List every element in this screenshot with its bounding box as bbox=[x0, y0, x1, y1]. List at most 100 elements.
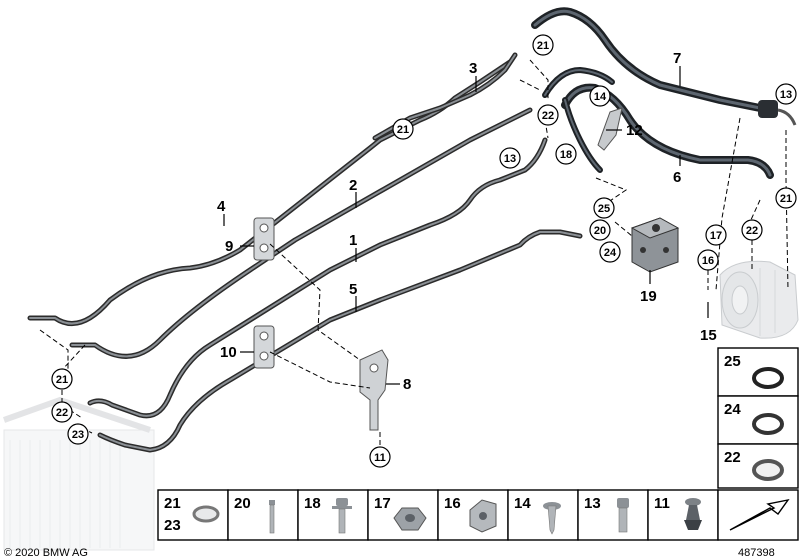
callout-label-1: 1 bbox=[349, 232, 357, 249]
bottom-legend-16: 16 bbox=[437, 489, 509, 541]
svg-text:21: 21 bbox=[397, 124, 409, 136]
circled-ref-21: 21 bbox=[532, 34, 554, 56]
svg-text:18: 18 bbox=[304, 495, 321, 512]
callout-label-6: 6 bbox=[673, 169, 681, 186]
circled-ref-14: 14 bbox=[589, 85, 611, 107]
bottom-legend-arrow-icon bbox=[717, 489, 799, 541]
svg-text:20: 20 bbox=[234, 495, 251, 512]
bracket-8 bbox=[359, 349, 389, 431]
hose-7 bbox=[531, 7, 764, 112]
clip-block-10 bbox=[253, 325, 275, 369]
callout-8: 8 bbox=[386, 376, 411, 393]
callout-12: 12 bbox=[606, 122, 643, 139]
svg-text:16: 16 bbox=[444, 495, 461, 512]
svg-text:24: 24 bbox=[724, 401, 741, 418]
pipe-4 bbox=[27, 59, 513, 327]
svg-text:20: 20 bbox=[594, 225, 606, 237]
circled-ref-13: 13 bbox=[499, 147, 521, 169]
svg-text:13: 13 bbox=[780, 89, 792, 101]
svg-text:24: 24 bbox=[604, 247, 617, 259]
callout-19: 19 bbox=[640, 270, 657, 305]
svg-text:11: 11 bbox=[374, 452, 386, 464]
circled-ref-21: 21 bbox=[775, 187, 797, 209]
svg-text:22: 22 bbox=[724, 449, 741, 466]
callout-label-5: 5 bbox=[349, 281, 357, 298]
svg-text:22: 22 bbox=[746, 225, 758, 237]
side-legend-seal-24: 24 bbox=[717, 395, 799, 445]
circled-ref-20: 20 bbox=[589, 219, 611, 241]
svg-text:13: 13 bbox=[504, 153, 516, 165]
callout-label-4: 4 bbox=[217, 198, 226, 215]
bottom-legend-20: 20 bbox=[227, 489, 299, 541]
hose-fitting-13-right bbox=[758, 100, 797, 126]
pipe-2 bbox=[69, 107, 533, 359]
circled-ref-23: 23 bbox=[67, 423, 89, 445]
circled-ref-24: 24 bbox=[599, 241, 621, 263]
bottom-legend-13: 13 bbox=[577, 489, 649, 541]
copyright-text: © 2020 BMW AG bbox=[4, 547, 88, 559]
circled-ref-22: 22 bbox=[537, 104, 559, 126]
compressor-ghost-image bbox=[719, 260, 799, 339]
callout-2: 2 bbox=[349, 177, 357, 208]
svg-text:21: 21 bbox=[164, 495, 181, 512]
bottom-legend-17: 17 bbox=[367, 489, 439, 541]
callout-label-9: 9 bbox=[225, 238, 233, 255]
callout-label-8: 8 bbox=[403, 376, 411, 393]
svg-text:23: 23 bbox=[164, 517, 181, 534]
bracket-12 bbox=[597, 107, 623, 151]
svg-text:18: 18 bbox=[560, 149, 572, 161]
svg-text:21: 21 bbox=[56, 374, 68, 386]
pipe-5 bbox=[97, 229, 583, 453]
circled-ref-16: 16 bbox=[697, 249, 719, 271]
condenser-ghost-image bbox=[2, 396, 155, 551]
callout-4: 4 bbox=[217, 198, 226, 226]
callout-6: 6 bbox=[673, 155, 681, 186]
callout-label-12: 12 bbox=[626, 122, 643, 139]
svg-text:21: 21 bbox=[537, 40, 549, 52]
clip-block-9 bbox=[253, 217, 275, 261]
pipe-3 bbox=[372, 52, 518, 141]
callout-label-19: 19 bbox=[640, 288, 657, 305]
callout-3: 3 bbox=[469, 60, 477, 92]
bottom-legend-21-23: 21 23 bbox=[157, 489, 229, 541]
svg-text:17: 17 bbox=[710, 230, 722, 242]
pipe-1 bbox=[87, 137, 548, 419]
expansion-valve-19 bbox=[630, 217, 680, 273]
circled-ref-13: 13 bbox=[775, 83, 797, 105]
svg-text:16: 16 bbox=[702, 255, 714, 267]
circled-ref-21: 21 bbox=[392, 118, 414, 140]
callout-1: 1 bbox=[349, 232, 357, 262]
svg-text:25: 25 bbox=[598, 203, 610, 215]
callout-label-2: 2 bbox=[349, 177, 357, 194]
svg-text:14: 14 bbox=[514, 495, 531, 512]
callout-10: 10 bbox=[220, 344, 254, 361]
svg-text:25: 25 bbox=[724, 353, 741, 370]
hose-18-bracket bbox=[562, 97, 603, 173]
hose-6 bbox=[561, 83, 774, 179]
svg-text:14: 14 bbox=[594, 91, 607, 103]
callout-label-3: 3 bbox=[469, 60, 477, 77]
diagram-number: 487398 bbox=[738, 547, 775, 559]
svg-text:21: 21 bbox=[780, 193, 792, 205]
circled-ref-17: 17 bbox=[705, 224, 727, 246]
bottom-legend-14: 14 bbox=[507, 489, 579, 541]
circled-ref-18: 18 bbox=[555, 143, 577, 165]
callout-7: 7 bbox=[673, 50, 681, 86]
circled-ref-22: 22 bbox=[741, 219, 763, 241]
callout-label-7: 7 bbox=[673, 50, 681, 67]
svg-text:17: 17 bbox=[374, 495, 391, 512]
circled-ref-25: 25 bbox=[593, 197, 615, 219]
bottom-legend-18: 18 bbox=[297, 489, 369, 541]
side-legend-seal-25: 25 bbox=[717, 347, 799, 397]
svg-text:22: 22 bbox=[56, 407, 68, 419]
circled-ref-22: 22 bbox=[51, 401, 73, 423]
callout-9: 9 bbox=[225, 238, 254, 255]
callout-5: 5 bbox=[349, 281, 357, 312]
svg-text:22: 22 bbox=[542, 110, 554, 122]
svg-text:23: 23 bbox=[72, 429, 84, 441]
side-legend-seal-22: 22 bbox=[717, 443, 799, 489]
callout-label-15: 15 bbox=[700, 327, 717, 344]
callout-15: 15 bbox=[700, 302, 717, 344]
svg-text:13: 13 bbox=[584, 495, 601, 512]
